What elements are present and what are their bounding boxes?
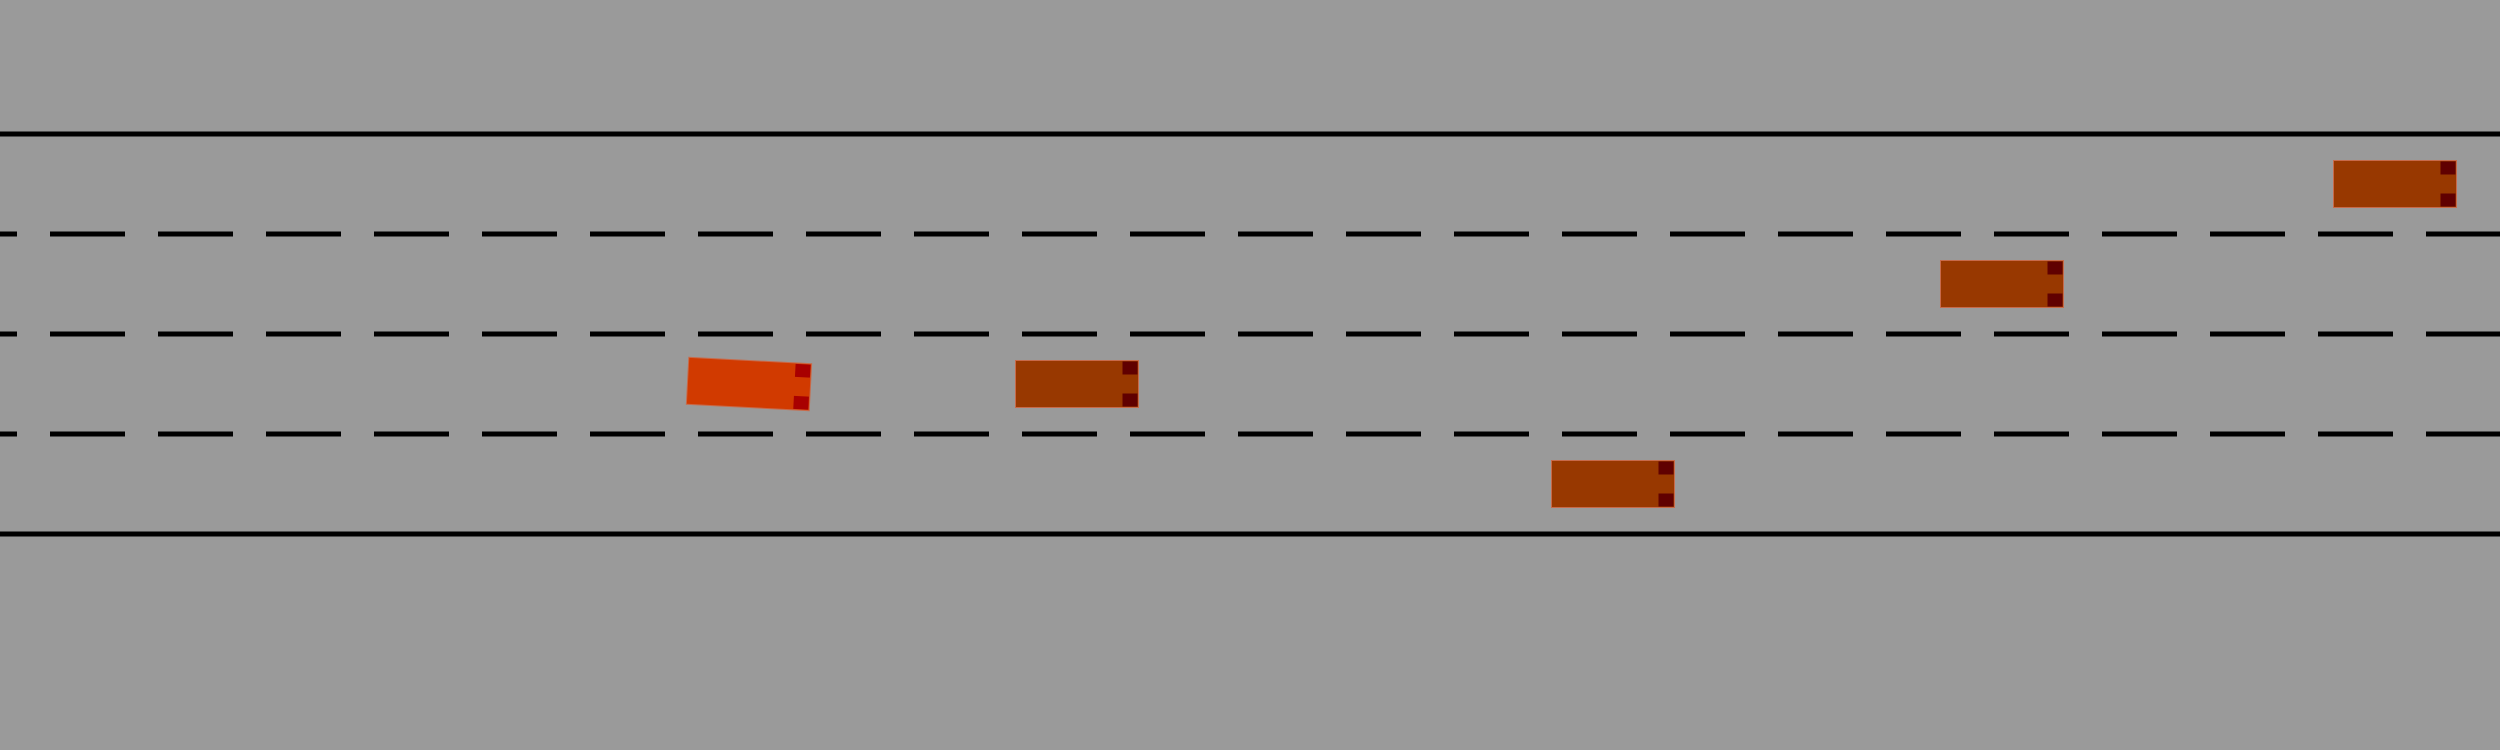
headlight-right	[2047, 293, 2063, 307]
headlight-right	[1658, 493, 1674, 507]
headlight-left	[2440, 161, 2456, 175]
vehicle-body	[1551, 460, 1675, 508]
headlight-right	[793, 395, 809, 410]
headlight-left	[2047, 261, 2063, 275]
headlight-left	[794, 363, 811, 378]
vehicle-v2	[1551, 460, 1675, 508]
lane-markings	[0, 131, 2500, 537]
headlight-right	[1122, 393, 1138, 407]
headlight-right	[2440, 193, 2456, 207]
vehicle-body	[685, 356, 813, 412]
headlight-left	[1658, 461, 1674, 475]
vehicle-v1	[1015, 360, 1139, 408]
vehicle-body	[2333, 160, 2457, 208]
vehicle-body	[1015, 360, 1139, 408]
vehicle-v3	[1940, 260, 2064, 308]
vehicle-v4	[2333, 160, 2457, 208]
vehicle-body	[1940, 260, 2064, 308]
vehicles	[685, 160, 2457, 508]
ego-vehicle	[685, 356, 813, 412]
headlight-left	[1122, 361, 1138, 375]
